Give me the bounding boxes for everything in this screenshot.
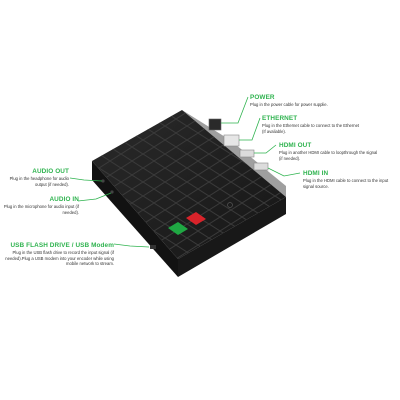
- power-port: [208, 118, 222, 131]
- ethernet-desc: Plug in the Ethernet cable to connect to…: [262, 123, 360, 134]
- stream-button: [186, 212, 206, 225]
- audio-out-desc: Plug in the headphone for audio output (…: [9, 176, 69, 187]
- hdmi-out-desc: Plug in another HDMI cable to loopthroug…: [279, 150, 378, 161]
- hdmi-in-leader: [267, 167, 301, 177]
- rear-ports: [208, 118, 269, 171]
- audio-in-leader: [77, 192, 112, 202]
- audio-out-jack: [101, 179, 105, 183]
- top-buttons: [168, 202, 233, 235]
- side-ports: [101, 179, 156, 249]
- usb-title: USB FLASH DRIVE / USB Modem: [10, 242, 114, 249]
- callout-ethernet: ETHERNET Plug in the Ethernet cable to c…: [262, 115, 362, 134]
- ethernet-title: ETHERNET: [262, 115, 298, 122]
- audio-in-desc: Plug in the microphone for audio input (…: [3, 204, 79, 215]
- record-button: [168, 222, 188, 235]
- power-title: POWER: [250, 94, 275, 101]
- hdmi-out-leader: [254, 144, 277, 154]
- ethernet-leader: [239, 117, 261, 141]
- callout-usb: USB FLASH DRIVE / USB Modem Plug in the …: [2, 242, 114, 267]
- callout-hdmi-out: HDMI OUT Plug in another HDMI cable to l…: [279, 142, 379, 161]
- hdmi-in-port: [253, 162, 269, 171]
- audio-out-leader: [69, 177, 103, 182]
- hdmi-in-title: HDMI IN: [303, 170, 329, 177]
- audio-out-title: AUDIO OUT: [32, 168, 69, 175]
- callout-hdmi-in: HDMI IN Plug in the HDMI cable to connec…: [303, 170, 393, 189]
- callout-audio-in: AUDIO IN Plug in the microphone for audi…: [2, 196, 79, 215]
- leader-lines: [69, 96, 301, 248]
- usb-leader: [113, 243, 150, 248]
- power-leader: [221, 96, 249, 124]
- callout-power: POWER Plug in the power cable for power …: [250, 94, 360, 108]
- usb-port: [150, 245, 156, 249]
- usb-desc: Plug in the USB flash drive to record th…: [5, 250, 114, 267]
- power-desc: Plug in the power cable for power suppli…: [250, 102, 328, 107]
- ethernet-port: [223, 134, 240, 147]
- callout-audio-out: AUDIO OUT Plug in the headphone for audi…: [2, 168, 69, 187]
- audio-in-jack: [110, 190, 114, 194]
- indicator-light: [227, 202, 233, 208]
- hdmi-in-desc: Plug in the HDMI cable to connect to the…: [303, 178, 389, 189]
- encoder-device: [92, 110, 286, 277]
- audio-in-title: AUDIO IN: [49, 196, 79, 203]
- hdmi-out-title: HDMI OUT: [279, 142, 312, 149]
- hdmi-out-port: [239, 149, 255, 158]
